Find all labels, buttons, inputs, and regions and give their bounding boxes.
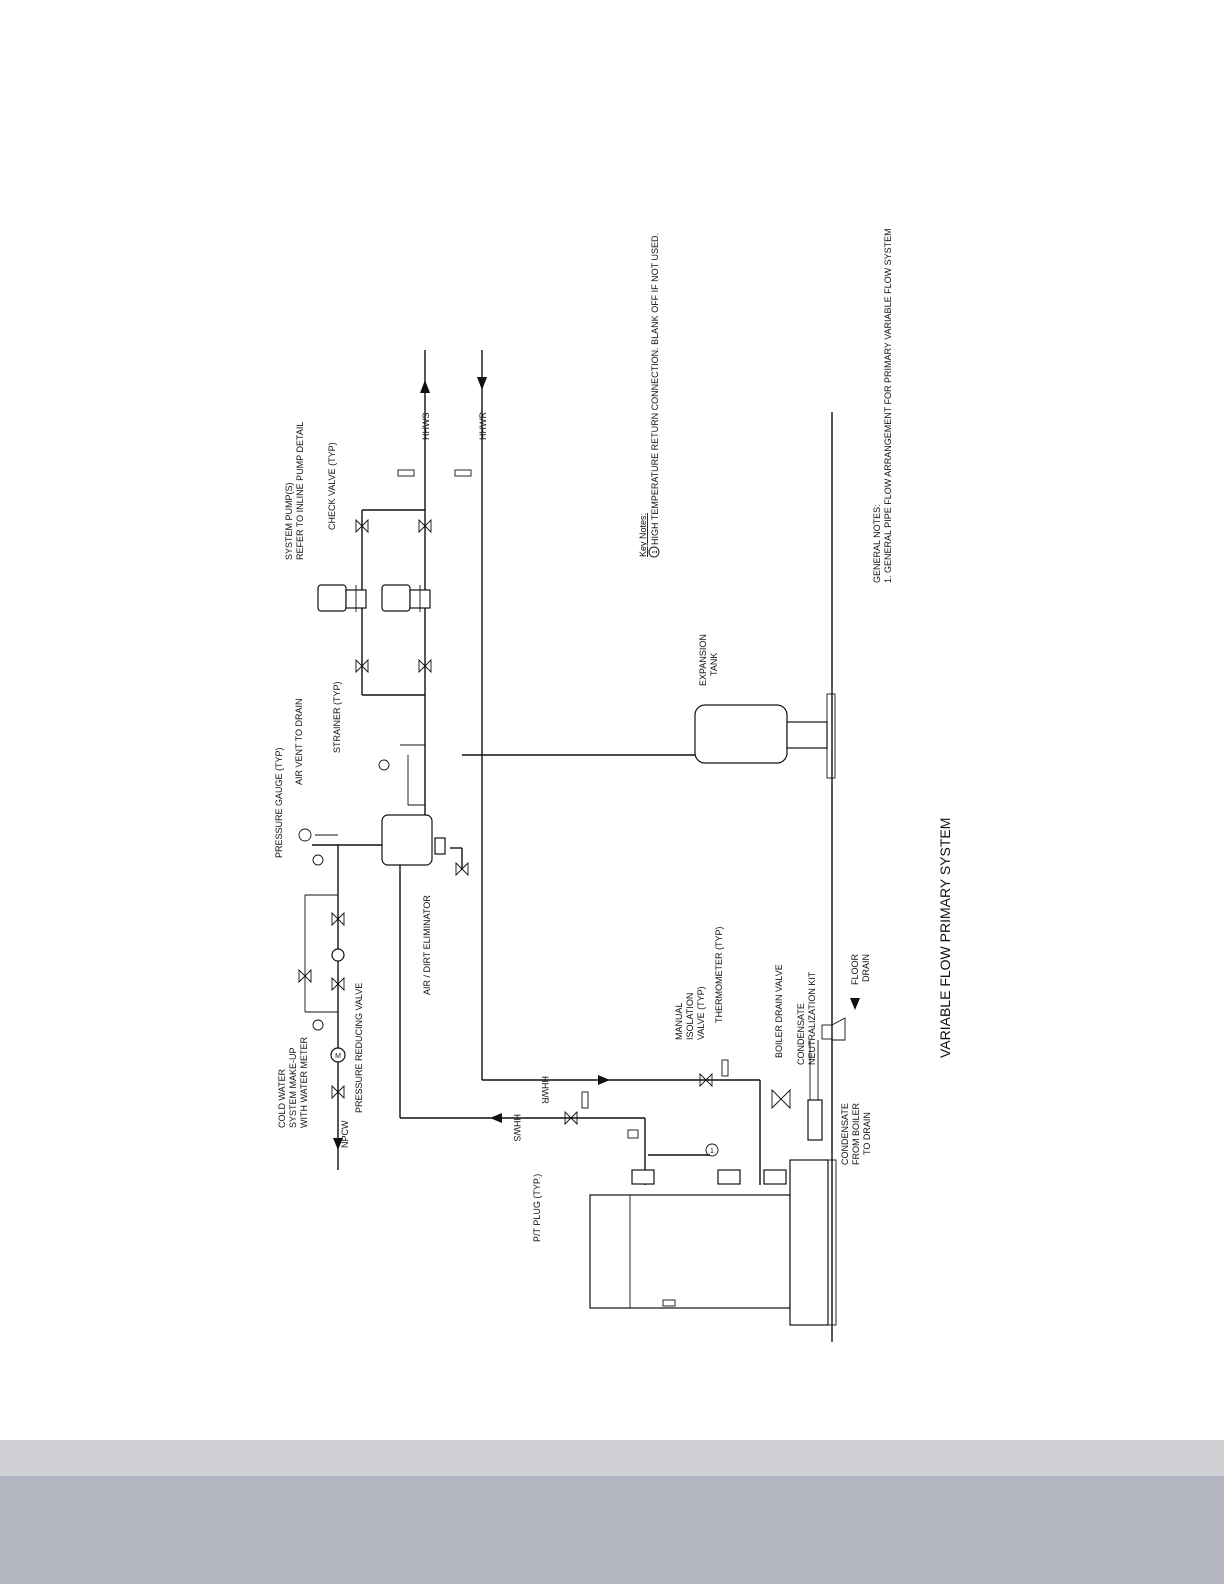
- cold-water-label-1: COLD WATER: [277, 1068, 287, 1128]
- key-notes: Key Notes: 1 HIGH TEMPERATURE RETURN CON…: [638, 233, 660, 558]
- gauge-2-icon: [312, 854, 324, 866]
- thermometer-hhwr-icon: [454, 469, 472, 477]
- hhws-boiler-label: HHWS: [512, 1114, 522, 1142]
- boiler-drain-valve-label: BOILER DRAIN VALVE: [774, 964, 784, 1058]
- condensate-kit-label-1: CONDENSATE: [796, 1003, 806, 1065]
- footer-band-light: [0, 1440, 1224, 1476]
- key-notes-heading: Key Notes:: [638, 513, 648, 557]
- pressure-gauge-label: PRESSURE GAUGE (TYP): [274, 747, 284, 858]
- hhwr-boiler-label: HHWR: [540, 1076, 550, 1104]
- water-meter-label: M: [335, 1053, 341, 1060]
- callout-1-number: 1: [710, 1148, 714, 1155]
- system-pump-2-icon: [381, 584, 431, 612]
- air-vent-label: AIR VENT TO DRAIN: [294, 698, 304, 785]
- eliminator-drain-valve-icon: [455, 861, 469, 877]
- footer-band-dark: [0, 1476, 1224, 1584]
- flow-arrows: [333, 377, 860, 1150]
- floor-drain-label-2: DRAIN: [861, 954, 871, 982]
- hhwr-arrow-icon: [477, 377, 487, 390]
- expansion-tank: [694, 693, 836, 779]
- manual-isolation-label-1: MANUAL: [674, 1002, 684, 1040]
- manual-isolation-label-3: VALVE (TYP): [696, 986, 706, 1040]
- thermometer-label: THERMOMETER (TYP): [714, 927, 724, 1024]
- diagram-title: VARIABLE FLOW PRIMARY SYSTEM: [937, 818, 953, 1058]
- water-meter-icon: [330, 1047, 346, 1063]
- npcw-valve-icon: [331, 1084, 345, 1100]
- key-note-1-number: 1: [652, 550, 659, 554]
- bypass-valve-icon: [298, 968, 312, 984]
- pressure-reducing-valve-icon: [331, 948, 345, 962]
- gauge-3-icon: [312, 1019, 324, 1031]
- cold-water-label-3: WITH WATER METER: [299, 1037, 309, 1128]
- floor-drain-label-1: FLOOR: [850, 953, 860, 985]
- general-notes-heading: GENERAL NOTES:: [872, 504, 882, 583]
- hhwr-isolation-valve-icon: [699, 1072, 713, 1088]
- prv-upstream-valve-icon: [331, 976, 345, 992]
- hhwr-label: HHWR: [478, 412, 488, 440]
- check-valve-label: CHECK VALVE (TYP): [327, 442, 337, 530]
- boiler-drain-valve-icon: [771, 1088, 791, 1110]
- thermometer-hhws-icon: [397, 469, 415, 477]
- pt-plug-icon: [627, 1129, 639, 1139]
- pressure-reducing-valve-label: PRESSURE REDUCING VALVE: [354, 983, 364, 1113]
- expansion-tank-label-1: EXPANSION: [698, 634, 708, 686]
- manual-isolation-label-2: ISOLATION: [685, 993, 695, 1040]
- hhws-arrow-icon: [420, 380, 430, 393]
- labels: NPCW COLD WATER SYSTEM MAKE-UP WITH WATE…: [274, 412, 872, 1242]
- air-dirt-eliminator: [381, 814, 446, 866]
- strainer-2-valve-icon: [418, 658, 432, 674]
- strainer-label: STRAINER (TYP): [332, 681, 342, 753]
- check-valve-1-icon: [355, 518, 369, 534]
- check-valve-2-icon: [418, 518, 432, 534]
- hhws-label: HHWS: [421, 413, 431, 441]
- npcw-arrow-icon: [333, 1138, 343, 1150]
- pumps: [317, 584, 431, 612]
- system-pump-1-icon: [317, 584, 367, 612]
- condensate-from-boiler-label-1: CONDENSATE: [840, 1103, 850, 1165]
- hhwr-boiler-arrow-icon: [598, 1075, 610, 1085]
- pressure-gauge-icon: [298, 828, 312, 842]
- thermometer-hhws-boiler-icon: [581, 1091, 589, 1109]
- condensate-equipment: [807, 1017, 846, 1141]
- general-note-1: 1. GENERAL PIPE FLOW ARRANGEMENT FOR PRI…: [883, 228, 893, 583]
- air-dirt-eliminator-label: AIR / DIRT ELIMINATOR: [422, 895, 432, 995]
- thermometer-hhwr-boiler-icon: [721, 1059, 729, 1077]
- callout-1: 1: [705, 1143, 719, 1157]
- key-note-1: HIGH TEMPERATURE RETURN CONNECTION. BLAN…: [650, 233, 660, 545]
- gauge-4-icon: [378, 759, 390, 771]
- floor-drain-arrow-icon: [850, 998, 860, 1010]
- condensate-from-boiler-label-3: TO DRAIN: [862, 1112, 872, 1155]
- hhws-boiler-arrow-icon: [490, 1113, 502, 1123]
- condensate-kit-label-2: NEUTRALIZATION KIT: [807, 971, 817, 1065]
- condensate-from-boiler-label-2: FROM BOILER: [851, 1102, 861, 1165]
- boiler: [589, 1159, 837, 1326]
- system-pumps-label-2: REFER TO INLINE PUMP DETAIL: [295, 422, 305, 560]
- strainer-1-valve-icon: [355, 658, 369, 674]
- cold-water-label-2: SYSTEM MAKE-UP: [288, 1047, 298, 1128]
- expansion-tank-label-2: TANK: [709, 653, 719, 676]
- pt-plug-label: P/T PLUG (TYP.): [532, 1174, 542, 1242]
- hhws-isolation-valve-icon: [564, 1110, 578, 1126]
- valves: [298, 518, 791, 1126]
- prv-downstream-valve-icon: [331, 911, 345, 927]
- general-notes: GENERAL NOTES: 1. GENERAL PIPE FLOW ARRA…: [872, 228, 893, 583]
- instruments: M: [298, 469, 729, 1139]
- npcw-label: NPCW: [340, 1120, 350, 1148]
- system-pumps-label-1: SYSTEM PUMP(S): [284, 482, 294, 560]
